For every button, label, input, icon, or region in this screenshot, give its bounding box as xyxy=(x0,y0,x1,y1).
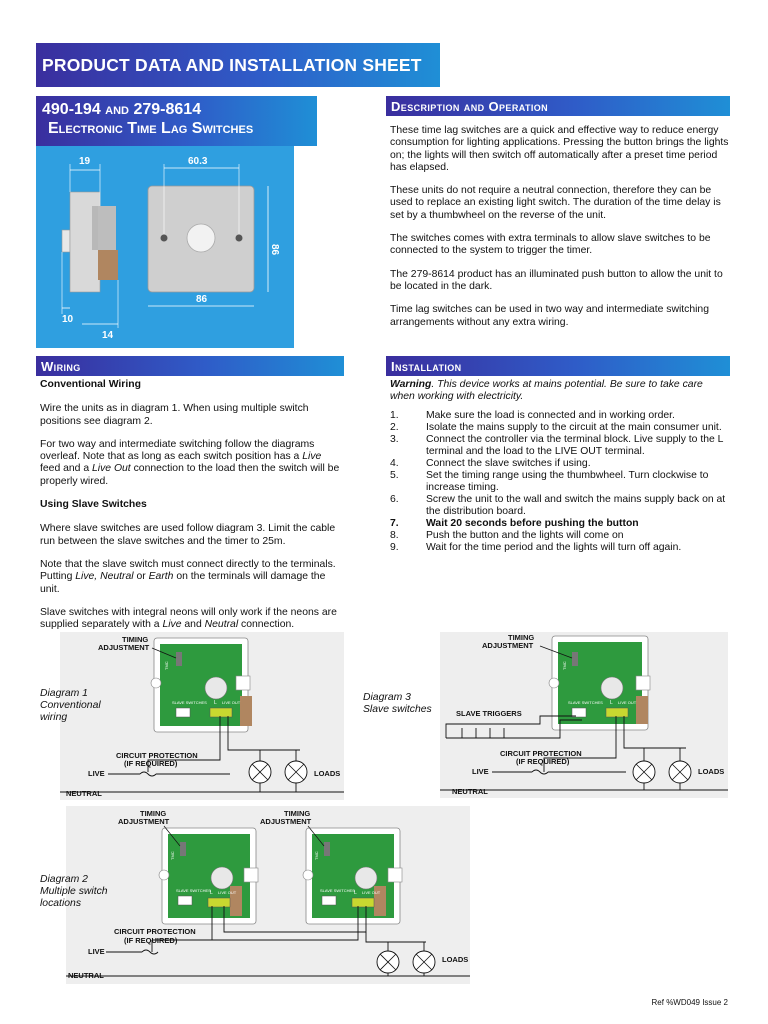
main-title: PRODUCT DATA AND INSTALLATION SHEET xyxy=(42,54,422,75)
dim-10: 10 xyxy=(62,314,74,325)
pcb-slave-1: SLAVE SWITCHES xyxy=(172,700,207,705)
description-p3: The switches comes with extra terminals … xyxy=(390,233,711,257)
wiring-p2: For two way and intermediate switching f… xyxy=(40,438,340,487)
step-item: 6.Screw the unit to the wall and switch … xyxy=(390,493,726,517)
diagram-2: TMC SLAVE SWITCHES L LIVE OUT TIMING ADJ… xyxy=(66,806,470,984)
product-code-1: 490-194 xyxy=(42,101,101,118)
installation-heading-banner: Installation xyxy=(386,356,730,376)
dim-19: 19 xyxy=(79,156,91,167)
pcb-liveout-3: LIVE OUT xyxy=(618,700,637,705)
step-item: 3.Connect the controller via the termina… xyxy=(390,433,724,457)
d2-loads-label: LOADS xyxy=(442,955,468,964)
d1-circuit-label: CIRCUIT PROTECTION xyxy=(116,751,198,760)
d3-ifrequired-label: (IF REQUIRED) xyxy=(516,757,570,766)
description-body: These time lag switches are a quick and … xyxy=(390,125,730,340)
step-item: 4.Connect the slave switches if using. xyxy=(390,457,591,469)
reference-number: Ref %WD049 Issue 2 xyxy=(651,998,728,1007)
step-item: 9.Wait for the time period and the light… xyxy=(390,541,682,553)
description-p5: Time lag switches can be used in two way… xyxy=(390,304,709,328)
d3-neutral-label: NEUTRAL xyxy=(452,787,488,796)
pcb-slave-3: SLAVE SWITCHES xyxy=(568,700,603,705)
product-title-banner: 490-194 and 279-8614 Electronic Time Lag… xyxy=(36,96,317,146)
step-item: 2.Isolate the mains supply to the circui… xyxy=(390,421,722,433)
main-title-banner: PRODUCT DATA AND INSTALLATION SHEET xyxy=(36,43,440,87)
description-p2: These units do not require a neutral con… xyxy=(390,185,721,221)
d2a-adjustment-label: ADJUSTMENT xyxy=(118,817,170,826)
wiring-heading: Wiring xyxy=(41,358,81,374)
d1-live-label: LIVE xyxy=(88,769,105,778)
wiring-sub-conventional: Conventional Wiring xyxy=(40,379,141,390)
pcb-l-1: L xyxy=(214,700,217,706)
d1-neutral-label: NEUTRAL xyxy=(66,789,102,798)
wiring-sub-slave: Using Slave Switches xyxy=(40,499,147,511)
wiring-p1: Wire the units as in diagram 1. When usi… xyxy=(40,403,309,427)
d2-ifrequired-label: (IF REQUIRED) xyxy=(124,936,178,945)
d1-ifrequired-label: (IF REQUIRED) xyxy=(124,759,178,768)
d1-adjustment-label: ADJUSTMENT xyxy=(98,643,150,652)
wiring-p5: Slave switches with integral neons will … xyxy=(40,606,337,631)
product-and: and xyxy=(105,101,130,118)
pcb-liveout-1: LIVE OUT xyxy=(222,700,241,705)
product-title-line2: Electronic Time Lag Switches xyxy=(48,120,254,137)
d3-slave-triggers-label: SLAVE TRIGGERS xyxy=(456,709,522,718)
d3-timing-label: TIMING xyxy=(508,633,534,642)
d1-loads-label: LOADS xyxy=(314,769,340,778)
d2-neutral-label: NEUTRAL xyxy=(68,971,104,980)
wiring-p4: Note that the slave switch must connect … xyxy=(40,558,336,595)
pcb-tmc-2b: TMC xyxy=(314,851,319,860)
d2-circuit-label: CIRCUIT PROTECTION xyxy=(114,927,196,936)
step-item: 5.Set the timing range using the thumbwh… xyxy=(390,469,709,493)
installation-body: Warning. This device works at mains pote… xyxy=(390,379,730,554)
d2-live-label: LIVE xyxy=(88,947,105,956)
wiring-heading-banner: Wiring xyxy=(36,356,344,376)
step-item: 1.Make sure the load is connected and in… xyxy=(390,409,675,421)
d3-loads-label: LOADS xyxy=(698,767,724,776)
pcb-slave-2a: SLAVE SWITCHES xyxy=(176,888,211,893)
d2b-adjustment-label: ADJUSTMENT xyxy=(260,817,312,826)
pcb-l-3: L xyxy=(610,700,613,706)
dim-14: 14 xyxy=(102,330,114,341)
pcb-tmc-1: TMC xyxy=(164,661,169,670)
product-code-2: 279-8614 xyxy=(133,101,202,118)
d2b-timing-label: TIMING xyxy=(284,809,310,818)
diagram-1: TMC SLAVE SWITCHES L LIVE OUT TIMING ADJ… xyxy=(60,632,344,800)
description-p4: The 279-8614 product has an illuminated … xyxy=(390,268,723,292)
pcb-l-2b: L xyxy=(354,890,357,896)
installation-warning: Warning. This device works at mains pote… xyxy=(390,379,703,403)
dimension-drawing: 19 10 14 60.3 86 86 xyxy=(36,146,294,348)
diagram-3: TMC SLAVE SWITCHES L LIVE OUT TIMING ADJ… xyxy=(440,632,728,798)
dim-86-width: 86 xyxy=(196,294,208,305)
pcb-liveout-2b: LIVE OUT xyxy=(362,890,381,895)
d2a-timing-label: TIMING xyxy=(140,809,166,818)
pcb-tmc-2a: TMC xyxy=(170,851,175,860)
wiring-p3: Where slave switches are used follow dia… xyxy=(40,523,336,547)
description-heading: Description and Operation xyxy=(391,98,549,114)
d3-circuit-label: CIRCUIT PROTECTION xyxy=(500,749,582,758)
step-item: 7.Wait 20 seconds before pushing the but… xyxy=(390,517,639,529)
dim-86-height: 86 xyxy=(269,244,280,256)
d3-live-label: LIVE xyxy=(472,767,489,776)
pcb-tmc-3: TMC xyxy=(562,661,567,670)
pcb-l-2a: L xyxy=(210,890,213,896)
step-item: 8.Push the button and the lights will co… xyxy=(390,529,624,541)
dim-60: 60.3 xyxy=(188,156,208,167)
d3-adjustment-label: ADJUSTMENT xyxy=(482,641,534,650)
description-heading-banner: Description and Operation xyxy=(386,96,730,116)
d1-timing-label: TIMING xyxy=(122,635,148,644)
wiring-body: Conventional Wiring Wire the units as in… xyxy=(40,379,340,642)
product-title-line1: 490-194 and 279-8614 xyxy=(42,100,317,119)
description-p1: These time lag switches are a quick and … xyxy=(390,125,729,173)
pcb-slave-2b: SLAVE SWITCHES xyxy=(320,888,355,893)
pcb-liveout-2a: LIVE OUT xyxy=(218,890,237,895)
installation-heading: Installation xyxy=(391,358,462,374)
installation-steps: 1.Make sure the load is connected and in… xyxy=(390,410,730,554)
